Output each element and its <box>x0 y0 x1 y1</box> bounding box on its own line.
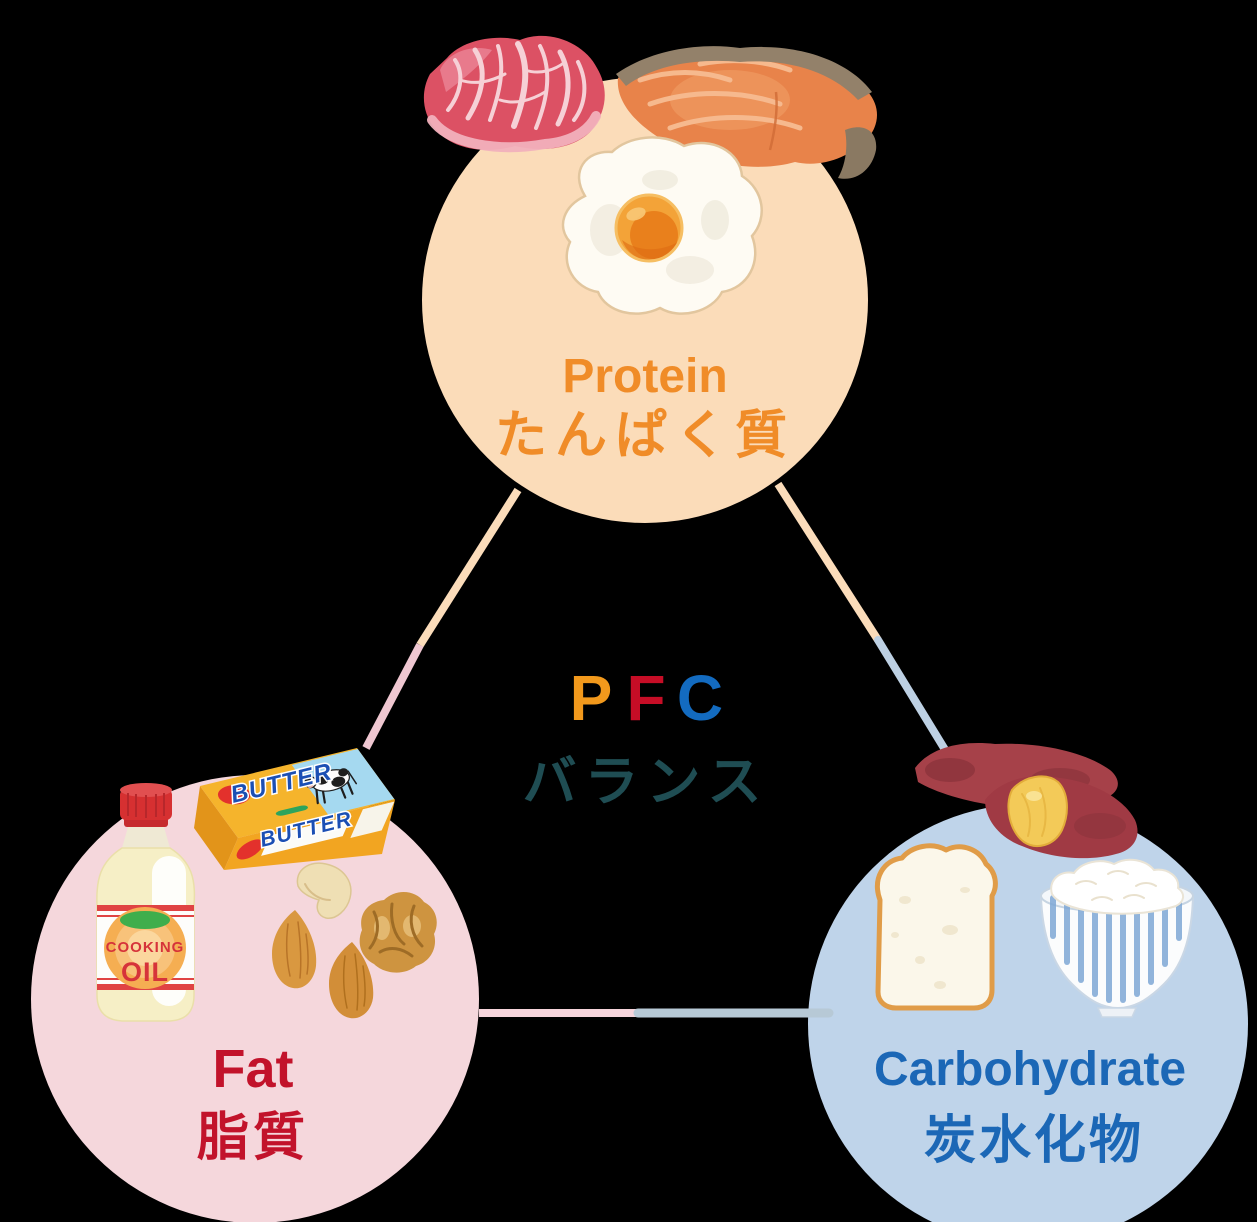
fat-label-en: Fat <box>213 1039 294 1099</box>
connector-protein-fat <box>362 487 522 750</box>
almond-icon <box>272 910 374 1019</box>
salmon-icon <box>616 46 877 179</box>
oil-label-oil: OIL <box>121 957 169 987</box>
oil-bottle-icon: COOKING OIL <box>96 783 196 1022</box>
cashew-icon <box>296 862 352 919</box>
beef-steak-icon <box>423 35 605 153</box>
balance-label: バランス <box>523 752 770 812</box>
pfc-letter-p: P <box>570 662 613 734</box>
pfc-letter-c: C <box>677 662 723 734</box>
carbohydrate-label-ja: 炭水化物 <box>924 1112 1144 1170</box>
connector-protein-carb <box>774 481 959 770</box>
cow-icon <box>304 768 357 805</box>
fat-label-ja: 脂質 <box>197 1109 309 1167</box>
fried-egg-icon <box>561 136 763 315</box>
walnut-icon <box>359 891 437 973</box>
oil-label-cooking: COOKING <box>106 939 185 956</box>
pfc-title: P F C バランス <box>523 662 770 812</box>
pfc-letter-f: F <box>626 662 665 734</box>
rice-bowl-icon <box>1039 858 1195 1018</box>
protein-label-ja: たんぱく質 <box>495 407 795 465</box>
sweet-potato-icon <box>915 743 1138 859</box>
carbohydrate-label-en: Carbohydrate <box>874 1043 1186 1096</box>
protein-label-en: Protein <box>562 350 727 403</box>
butter-box-icon: BUTTER BUTTER <box>194 748 395 870</box>
bread-icon <box>875 843 998 1011</box>
